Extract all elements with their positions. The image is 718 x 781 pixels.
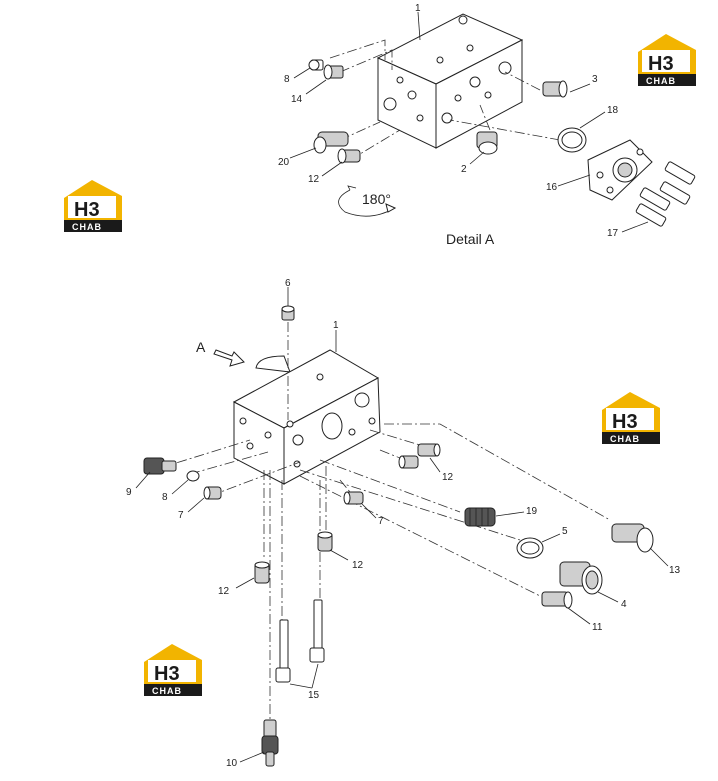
watermark-logo-right: H3 CHAB: [602, 392, 660, 444]
svg-text:H3: H3: [612, 411, 638, 433]
callout-detail-3: 3: [592, 74, 598, 85]
callout-main-11: 11: [592, 622, 603, 633]
callout-detail-20: 20: [278, 157, 290, 168]
detail-part-20: [313, 131, 349, 154]
detail-flange-16: [587, 139, 653, 201]
callout-main-1: 1: [333, 320, 339, 331]
main-part-11: [541, 591, 573, 609]
callout-main-19: 19: [526, 506, 538, 517]
callout-main-8: 8: [162, 492, 168, 503]
detail-part-2: [476, 131, 498, 155]
main-part-12-upper: [417, 443, 441, 457]
main-part-7-right: [343, 491, 364, 505]
svg-text:H3: H3: [74, 199, 100, 221]
view-arrow-label: A: [196, 339, 206, 355]
main-part-12-lower-right: [317, 531, 333, 552]
main-part-12-mid: [398, 455, 419, 469]
callout-main-12-upper: 12: [442, 472, 454, 483]
callout-main-7-right: 7: [378, 516, 384, 527]
svg-text:CHAB: CHAB: [610, 434, 640, 444]
main-part-7-left: [203, 486, 222, 500]
main-valve-block: [232, 349, 381, 485]
detail-part-12: [337, 148, 361, 164]
main-view: A: [126, 278, 681, 769]
detail-a-view: 180° Detail A 1 3 18 16 17 8 14 20 12 2: [278, 3, 696, 247]
view-arrow: [213, 349, 245, 367]
callout-main-12-lower-left: 12: [218, 586, 230, 597]
detail-caption: Detail A: [446, 231, 495, 247]
svg-text:CHAB: CHAB: [152, 686, 182, 696]
callout-detail-18: 18: [607, 105, 619, 116]
rotation-arrow: [338, 189, 396, 217]
detail-part-14: [323, 64, 344, 80]
main-part-9: [143, 457, 177, 475]
callout-main-5: 5: [562, 526, 568, 537]
watermark-logo-top-right: H3 CHAB: [638, 34, 696, 86]
callout-main-7-left: 7: [178, 510, 184, 521]
watermark-logo-left: H3 CHAB: [64, 180, 122, 232]
callout-detail-17: 17: [607, 228, 619, 239]
callout-main-10: 10: [226, 758, 238, 769]
main-part-15: [275, 599, 325, 683]
main-part-4: [559, 561, 603, 595]
callout-main-6: 6: [285, 278, 291, 289]
watermark-logo-bottom-left: H3 CHAB: [144, 644, 202, 696]
callout-detail-14: 14: [291, 94, 303, 105]
detail-valve-block: [376, 13, 524, 149]
rotation-label: 180°: [362, 191, 391, 207]
detail-screws-17: [635, 161, 696, 227]
main-part-12-lower-left: [254, 561, 270, 584]
callout-main-9: 9: [126, 487, 132, 498]
callout-detail-8: 8: [284, 74, 290, 85]
callout-detail-2: 2: [461, 164, 467, 175]
callout-main-13: 13: [669, 565, 681, 576]
detail-part-8: [308, 59, 324, 71]
main-part-8: [186, 470, 200, 482]
main-part-10: [261, 719, 279, 767]
callout-detail-1: 1: [415, 3, 421, 14]
svg-text:H3: H3: [648, 53, 674, 75]
main-part-13: [611, 523, 654, 553]
callout-main-4: 4: [621, 599, 627, 610]
detail-part-3: [542, 80, 568, 98]
callout-detail-12: 12: [308, 174, 320, 185]
svg-text:CHAB: CHAB: [646, 76, 676, 86]
callout-main-15: 15: [308, 690, 320, 701]
callout-main-12-lower-right: 12: [352, 560, 364, 571]
main-part-6: [281, 305, 295, 321]
main-part-19: [464, 507, 496, 527]
svg-text:H3: H3: [154, 663, 180, 685]
callout-detail-16: 16: [546, 182, 558, 193]
svg-text:CHAB: CHAB: [72, 222, 102, 232]
